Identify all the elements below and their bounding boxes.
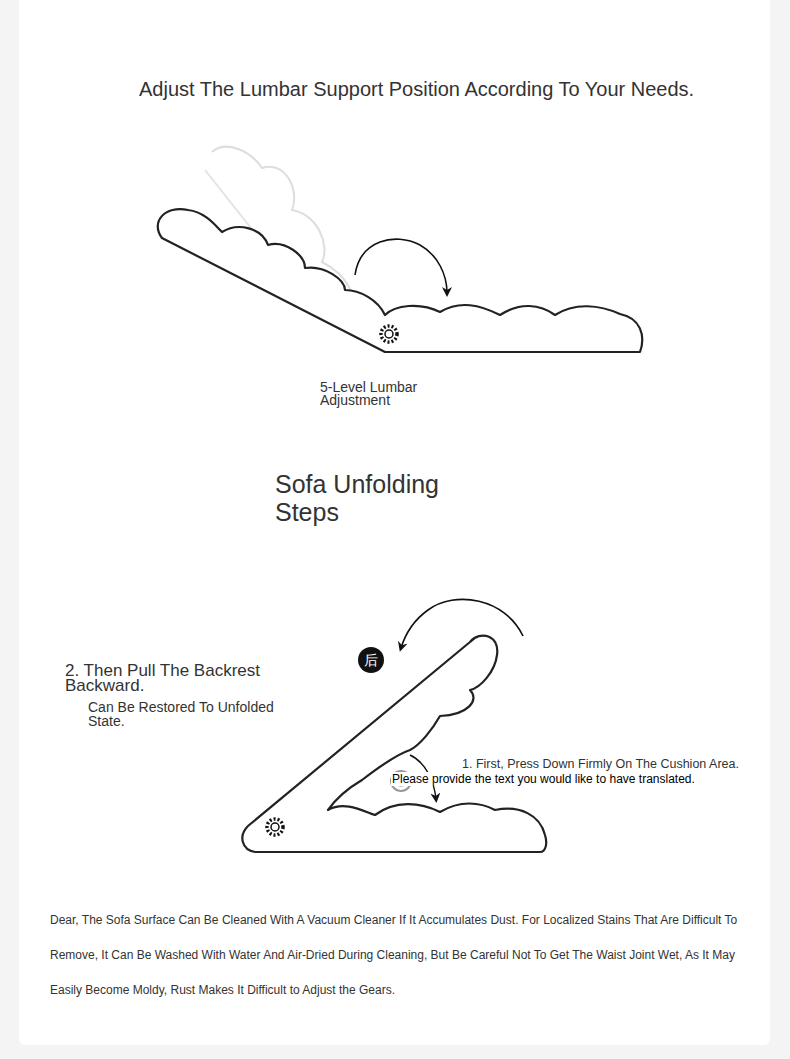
step-icon-text: 后: [358, 650, 384, 670]
heading: Adjust The Lumbar Support Position Accor…: [139, 78, 739, 100]
note-text: Please provide the text you would like t…: [391, 772, 696, 786]
care-note: Dear, The Sofa Surface Can Be Cleaned Wi…: [50, 903, 760, 1008]
step-label: 1. First, Press Down Firmly On The Cushi…: [461, 757, 740, 771]
step-note: Can Be Restored To Unfolded State.: [88, 700, 298, 728]
step-label: 2. Then Pull The Backrest Backward.: [65, 663, 290, 693]
caption-label: 5-Level Lumbar Adjustment: [320, 381, 435, 407]
section-heading: Sofa Unfolding Steps: [275, 470, 460, 526]
page-card: [19, 0, 770, 1045]
